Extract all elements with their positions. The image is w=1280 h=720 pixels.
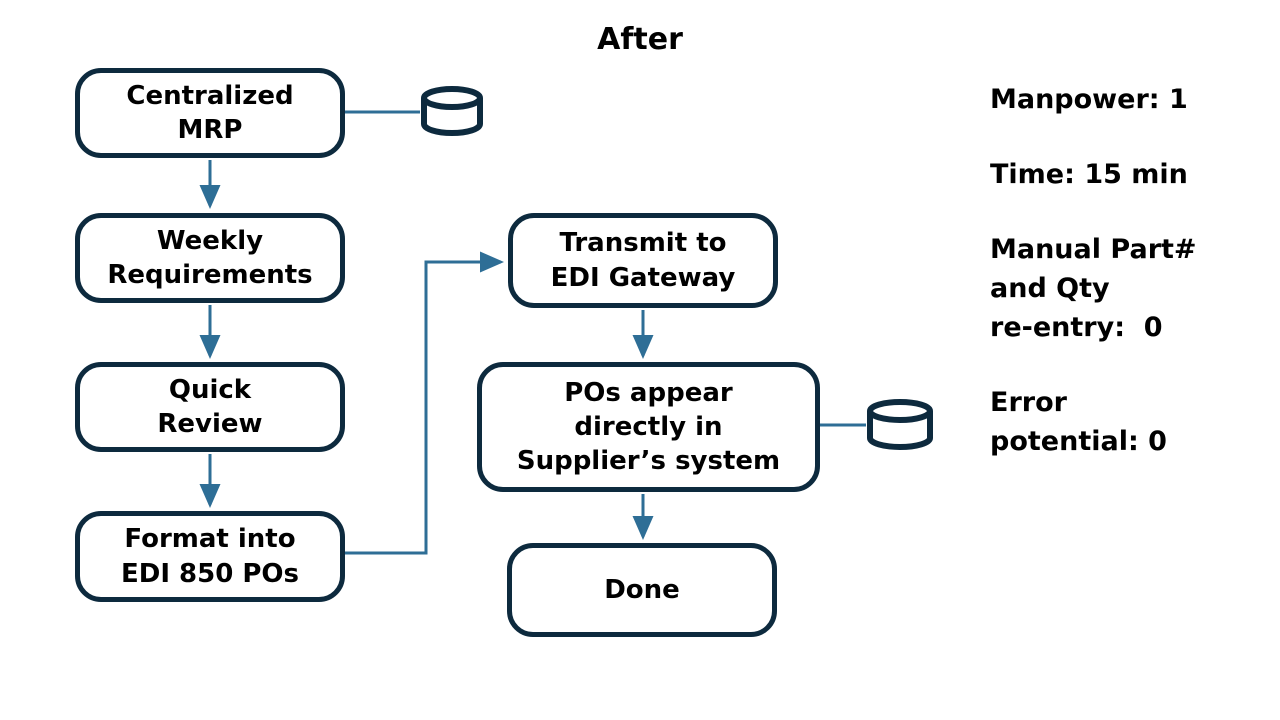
stat-manpower: Manpower: 1 <box>990 84 1188 115</box>
database-icon <box>867 399 933 450</box>
node-centralized-mrp: Centralized MRP <box>75 68 345 158</box>
stat-manual-reentry: Manual Part# and Qty re-entry: 0 <box>990 234 1197 343</box>
database-icon <box>421 86 483 136</box>
page-title: After <box>597 22 683 57</box>
node-pos-appear-supplier-system: POs appear directly in Supplier’s system <box>477 362 820 492</box>
connector-format-to-transmit <box>345 251 504 555</box>
node-done: Done <box>507 543 777 637</box>
stat-time: Time: 15 min <box>990 159 1188 190</box>
node-quick-review: Quick Review <box>75 362 345 452</box>
node-weekly-requirements: Weekly Requirements <box>75 213 345 303</box>
node-transmit-edi-gateway: Transmit to EDI Gateway <box>508 213 778 308</box>
stats-panel: Manpower: 1 Time: 15 min Manual Part# an… <box>990 80 1270 497</box>
stat-error-potential: Error potential: 0 <box>990 387 1167 457</box>
node-format-edi-850-pos: Format into EDI 850 POs <box>75 511 345 602</box>
